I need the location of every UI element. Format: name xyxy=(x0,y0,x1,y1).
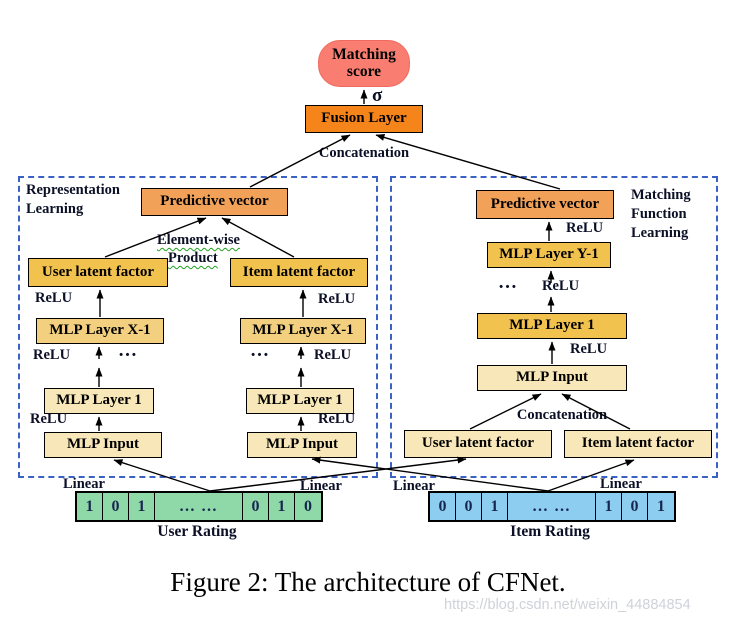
linear-label: Linear xyxy=(63,476,105,492)
concatenation-top-label: Concatenation xyxy=(318,145,410,161)
item-rating-vector: 0 0 1 … … 1 0 1 xyxy=(428,491,676,522)
relu-label: ReLU xyxy=(35,290,73,306)
rating-cell: 0 xyxy=(295,493,321,520)
ellipsis-label: … xyxy=(250,340,271,361)
concatenation-right-label: Concatenation xyxy=(516,407,608,423)
matching-function-learning-title: Matching Function Learning xyxy=(631,187,691,241)
item-latent-factor-right-node: Item latent factor xyxy=(564,430,712,458)
rating-cell: 0 xyxy=(430,493,456,520)
mlp-layer-1-item-node: MLP Layer 1 xyxy=(246,388,354,414)
item-latent-factor-left-node: Item latent factor xyxy=(230,258,368,287)
mlp-layer-x1-item-node: MLP Layer X-1 xyxy=(240,318,366,344)
relu-label: ReLU xyxy=(542,278,580,294)
relu-label: ReLU xyxy=(318,411,356,427)
user-rating-label: User Rating xyxy=(157,523,237,540)
rating-cell: … … xyxy=(155,493,243,520)
ellipsis-label: … xyxy=(498,272,519,293)
predictive-vector-left-node: Predictive vector xyxy=(141,188,288,216)
rating-cell: 1 xyxy=(648,493,674,520)
ellipsis-label: … xyxy=(118,340,139,361)
rating-cell: 0 xyxy=(456,493,482,520)
relu-label: ReLU xyxy=(566,220,604,236)
relu-label: ReLU xyxy=(314,347,352,363)
mlp-input-item-node: MLP Input xyxy=(247,432,357,458)
mlp-layer-y1-node: MLP Layer Y-1 xyxy=(487,242,611,268)
rating-cell: 1 xyxy=(596,493,622,520)
figure-caption: Figure 2: The architecture of CFNet. xyxy=(170,567,566,597)
fusion-layer-node: Fusion Layer xyxy=(305,105,423,133)
item-rating-label: Item Rating xyxy=(510,523,590,540)
rating-cell: 1 xyxy=(129,493,155,520)
relu-label: ReLU xyxy=(318,291,356,307)
user-latent-factor-right-node: User latent factor xyxy=(404,430,552,458)
rating-cell: 0 xyxy=(243,493,269,520)
predictive-vector-right-node: Predictive vector xyxy=(476,190,614,219)
matching-score-node: Matching score xyxy=(318,40,410,87)
rating-cell: … … xyxy=(508,493,596,520)
rating-cell: 0 xyxy=(622,493,648,520)
mlp-layer-1-user-node: MLP Layer 1 xyxy=(44,388,154,414)
rating-cell: 1 xyxy=(269,493,295,520)
mlp-layer-x1-user-node: MLP Layer X-1 xyxy=(36,318,164,344)
relu-label: ReLU xyxy=(33,347,71,363)
relu-label: ReLU xyxy=(30,411,68,427)
representation-learning-title: Representation Learning xyxy=(26,182,120,217)
watermark-text: https://blog.csdn.net/weixin_44884854 xyxy=(444,597,691,613)
relu-label: ReLU xyxy=(570,341,608,357)
sigma-label: σ xyxy=(372,85,383,106)
user-rating-vector: 1 0 1 … … 0 1 0 xyxy=(75,491,323,522)
product-label: Product xyxy=(168,250,218,266)
mlp-layer-1-right-node: MLP Layer 1 xyxy=(477,313,627,339)
elementwise-label: Element-wise xyxy=(157,232,240,248)
user-latent-factor-left-node: User latent factor xyxy=(28,258,168,287)
rating-cell: 1 xyxy=(482,493,508,520)
mlp-input-user-node: MLP Input xyxy=(44,432,162,458)
rating-cell: 0 xyxy=(103,493,129,520)
matching-score-label: Matching score xyxy=(332,46,396,80)
mlp-input-right-node: MLP Input xyxy=(477,365,627,391)
rating-cell: 1 xyxy=(77,493,103,520)
